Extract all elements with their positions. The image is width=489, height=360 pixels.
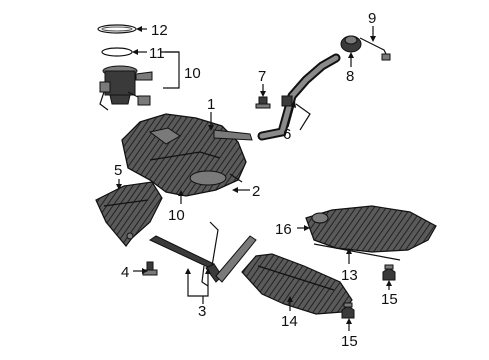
callout-labels: 12 11 10 1 2 3 4 5 6 7 8 9 10 13 14 15 1…	[114, 10, 398, 350]
tank-strap-right-part	[201, 235, 257, 287]
clip-right-part	[382, 264, 396, 281]
front-shield-part	[241, 253, 353, 315]
bolt-4-part	[142, 261, 158, 276]
tank-strap-left-part	[148, 221, 219, 269]
clip-lower-part	[341, 302, 355, 319]
filler-housing-part	[340, 35, 362, 53]
callout-11: 11	[149, 45, 165, 62]
callout-5: 5	[114, 162, 122, 179]
callout-15-right: 15	[381, 291, 398, 308]
bolt-7-part	[255, 96, 271, 109]
callout-3: 3	[198, 303, 206, 320]
gasket-ring-part	[97, 24, 137, 34]
heat-shield-left-part	[95, 181, 163, 247]
tether-strap-part	[359, 37, 391, 61]
fuel-pump-module-part	[99, 65, 153, 111]
rear-shield-part	[305, 205, 437, 261]
filler-tube-part	[257, 53, 341, 141]
callout-4: 4	[121, 264, 129, 281]
callout-10-lower: 10	[168, 207, 185, 224]
fuel-tank-part	[121, 113, 253, 197]
lock-ring-part	[101, 47, 133, 57]
callout-2: 2	[252, 183, 260, 200]
callout-15-lower: 15	[341, 333, 358, 350]
callout-7: 7	[258, 68, 266, 85]
callout-1: 1	[207, 96, 215, 113]
callout-14: 14	[281, 313, 298, 330]
callout-9: 9	[368, 10, 376, 27]
callout-8: 8	[346, 68, 354, 85]
leader-lines	[116, 26, 392, 331]
callout-6: 6	[283, 126, 291, 143]
callout-16: 16	[275, 221, 292, 238]
callout-13: 13	[341, 267, 358, 284]
callout-12: 12	[151, 22, 168, 39]
callout-10-upper: 10	[184, 65, 201, 82]
